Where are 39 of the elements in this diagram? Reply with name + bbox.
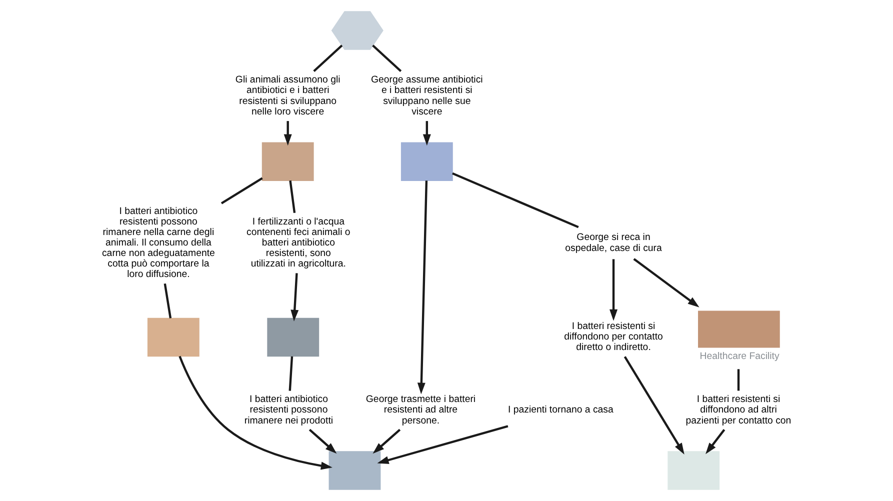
connector xyxy=(164,283,172,318)
node-text: I fertilizzanti o l'acqua contenenti feci animali o batteri antibiotico resistenti, sono utilizzati in agricoltura. xyxy=(246,216,350,270)
node-text: I batteri antibiotico resistenti possono rimanere nella carne degli animali. Il consumo della carne non adeguatamente cotta può comportare la loro diffusione. xyxy=(102,206,215,280)
connector xyxy=(372,44,402,72)
arrow xyxy=(377,425,508,464)
connector xyxy=(452,172,579,228)
connector xyxy=(313,44,343,72)
arrow xyxy=(417,180,428,394)
node-text: I pazienti tornano a casa xyxy=(508,404,614,416)
node-text: George assume antibiotici e i batteri resistenti si sviluppano nelle sue viscere xyxy=(371,74,483,118)
node-box xyxy=(262,142,314,181)
connector xyxy=(220,177,263,204)
connector xyxy=(289,180,296,214)
arrow xyxy=(178,356,332,470)
arrow xyxy=(308,428,337,454)
node-text: I batteri resistenti si diffondono per contatto diretto o indiretto. xyxy=(564,321,663,354)
node-box xyxy=(698,310,780,348)
node-hexagon xyxy=(331,11,384,50)
arrow xyxy=(610,259,618,321)
node-box xyxy=(668,451,720,490)
arrow xyxy=(633,258,700,308)
connector xyxy=(288,356,294,391)
node-text: George trasmette i batteri resistenti ad altre persone. xyxy=(366,394,476,426)
node-box xyxy=(328,451,381,490)
arrow xyxy=(372,428,401,454)
node-text: I batteri antibiotico resistenti possono rimanere nei prodotti xyxy=(244,394,334,426)
arrow xyxy=(624,356,684,454)
node-box xyxy=(267,318,320,357)
node-text: Gli animali assumono gli antibiotici e i batteri resistenti si sviluppano nelle loro viscere xyxy=(235,74,340,118)
node-box xyxy=(147,318,200,357)
node-text: I batteri resistenti si diffondono ad altri pazienti per contatto con xyxy=(686,394,792,426)
node-text: George si reca in ospedale, case di cura xyxy=(565,232,662,254)
arrow xyxy=(284,121,292,146)
arrow xyxy=(422,121,431,146)
arrow xyxy=(706,428,726,454)
arrow xyxy=(290,273,299,322)
node-box xyxy=(400,142,453,181)
node-label: Healthcare Facility xyxy=(700,351,780,362)
connector xyxy=(737,369,740,391)
